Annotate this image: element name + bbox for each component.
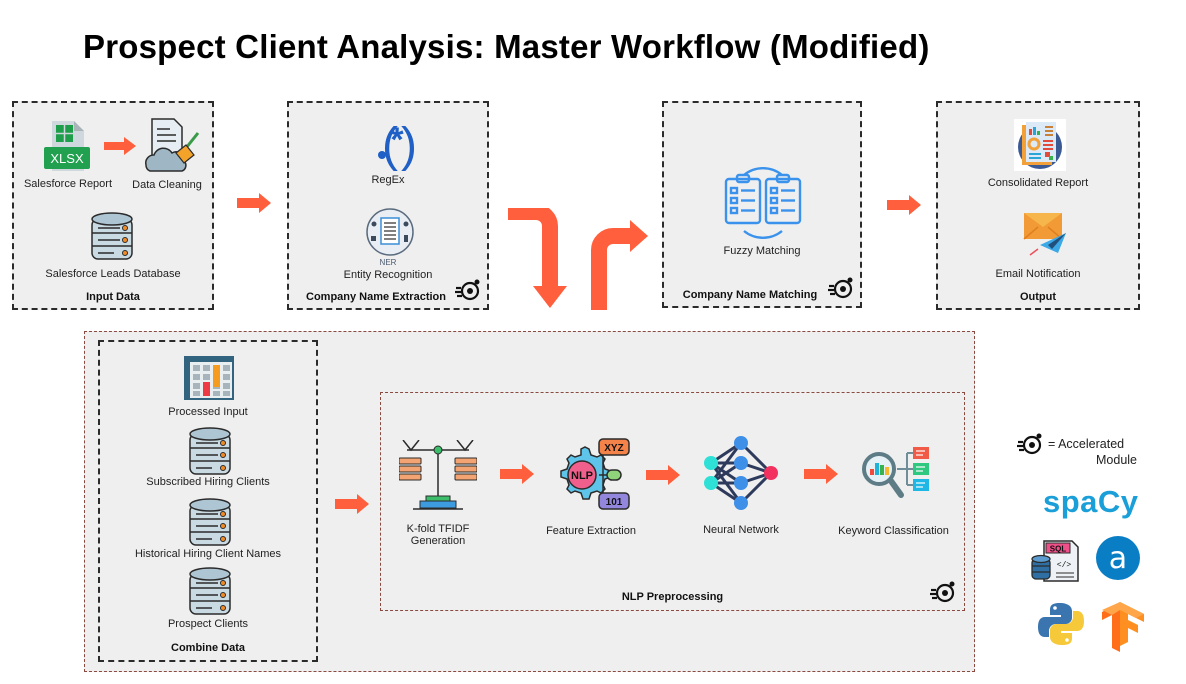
label-neural-network: Neural Network (703, 524, 779, 536)
tfidf-scale-icon (399, 440, 477, 510)
label-entity-recognition: Entity Recognition (343, 269, 433, 281)
feature-extraction-nlp-icon: NLP XYZ 101 (560, 438, 630, 510)
label-subscribed-hiring-clients: Subscribed Hiring Clients (146, 476, 270, 488)
label-email-notification: Email Notification (995, 268, 1081, 280)
label-historical-hiring-client-names: Historical Hiring Client Names (134, 548, 282, 560)
accelerated-module-icon (828, 277, 853, 299)
stage-company-name-extraction: ( * ) RegEx NER Entity Recognition Compa… (287, 101, 489, 310)
database-icon (189, 498, 231, 546)
stage-title-company-name-matching: Company Name Matching (682, 289, 818, 301)
legend-accelerated-line2: Module (1096, 453, 1137, 467)
alteryx-icon: a (1096, 536, 1140, 580)
stage-title-company-name-extraction: Company Name Extraction (306, 291, 446, 303)
flow-arrow-nlp-3 (804, 464, 838, 484)
stage-title-output: Output (1019, 291, 1057, 303)
consolidated-report-icon (1014, 119, 1066, 171)
stage-combine-data: Processed Input Subscribed Hiring Client… (98, 340, 318, 662)
flow-arrow-nlp-2 (646, 465, 680, 485)
xlsx-file-icon: XLSX (44, 121, 90, 171)
stage-input-data: XLSX Salesforce Report Data Cleaning Sal… (12, 101, 214, 310)
svg-text:XLSX: XLSX (50, 151, 84, 166)
svg-text:): ) (401, 119, 417, 172)
email-notification-icon (1023, 213, 1066, 256)
label-salesforce-report: Salesforce Report (23, 178, 113, 190)
label-regex: RegEx (371, 174, 405, 186)
stage-company-name-matching: Fuzzy Matching Company Name Matching (662, 101, 862, 308)
spacy-logo: spaCy (1043, 484, 1139, 519)
label-salesforce-leads-database: Salesforce Leads Database (45, 268, 181, 280)
legend-accelerated-line1: = Accelerated (1048, 437, 1125, 451)
label-consolidated-report: Consolidated Report (987, 177, 1089, 189)
stage-nlp-preprocessing: K-fold TFIDF Generation NLP XYZ 101 Feat… (380, 392, 965, 611)
keyword-classification-icon (862, 447, 929, 498)
stage-title-combine-data: Combine Data (171, 642, 245, 654)
label-feature-extraction: Feature Extraction (546, 525, 636, 537)
database-icon (91, 212, 133, 260)
label-processed-input: Processed Input (168, 406, 248, 418)
svg-text:a: a (1109, 541, 1127, 576)
flow-arrow-3 (887, 195, 921, 215)
flow-arrow-nlp-1 (500, 464, 534, 484)
processed-input-icon (184, 356, 234, 400)
data-cleaning-icon (145, 118, 200, 172)
stage-title-input-data: Input Data (86, 291, 140, 303)
tensorflow-icon (1102, 602, 1144, 652)
flow-arrow-down-elbow (508, 208, 567, 308)
svg-text:XYZ: XYZ (604, 443, 623, 454)
accelerated-module-icon (930, 581, 955, 603)
label-prospect-clients: Prospect Clients (167, 618, 249, 630)
label-kfold-tfidf: K-fold TFIDF (406, 523, 470, 535)
python-icon (1038, 603, 1084, 645)
sql-icon: SQL </> (1031, 540, 1079, 582)
flow-arrow-combine-to-nlp (335, 494, 369, 514)
svg-text:</>: </> (1057, 561, 1072, 570)
label-fuzzy-matching: Fuzzy Matching (723, 245, 801, 257)
paren-close-icon: ) (401, 119, 417, 172)
svg-text:NLP: NLP (571, 470, 593, 482)
svg-text:*: * (390, 121, 404, 159)
label-generation: Generation (410, 535, 466, 547)
svg-text:(: ( (382, 119, 398, 172)
database-icon (189, 567, 231, 615)
page-title: Prospect Client Analysis: Master Workflo… (83, 28, 930, 65)
accelerated-module-icon (455, 279, 480, 301)
svg-text:101: 101 (606, 497, 623, 508)
accelerated-module-legend-icon (1017, 433, 1042, 455)
stage-title-nlp-preprocessing: NLP Preprocessing (621, 591, 724, 603)
database-icon (189, 427, 231, 475)
svg-text:SQL: SQL (1050, 545, 1067, 554)
label-ner-badge: NER (379, 258, 397, 267)
fuzzy-matching-icon (724, 167, 802, 239)
stage-output: Consolidated Report Email Notification O… (936, 101, 1140, 310)
label-keyword-classification: Keyword Classification (838, 525, 949, 537)
regex-icon: ( * (378, 119, 404, 172)
flow-arrow-up-elbow (591, 220, 648, 310)
label-data-cleaning: Data Cleaning (132, 179, 202, 191)
ner-icon (366, 208, 414, 256)
arrow-right-icon (104, 137, 136, 155)
neural-network-icon (704, 436, 778, 510)
flow-arrow-1 (237, 193, 271, 213)
